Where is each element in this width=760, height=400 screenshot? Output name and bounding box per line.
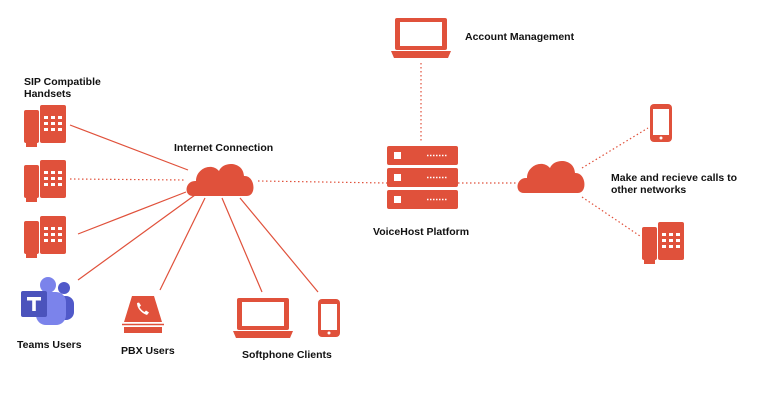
link-cloud-phone [581, 196, 641, 237]
internet-connection-label: Internet Connection [174, 142, 274, 154]
desk-phone-icon [24, 160, 66, 202]
mobile-phone-icon [650, 104, 672, 142]
link-softphone-internet [221, 197, 263, 293]
link-handset1-internet [69, 124, 189, 171]
desk-phone-icon [24, 105, 66, 147]
teams-users-label: Teams Users [17, 339, 82, 351]
cloud-icon [186, 164, 254, 196]
voicehost-platform-label: VoiceHost Platform [373, 226, 470, 238]
pbx-users-label: PBX Users [121, 345, 175, 357]
cloud-icon [517, 161, 585, 193]
external-calls-label: Make and recieve calls to other networks [611, 172, 738, 196]
teams-logo-icon [21, 277, 74, 325]
softphone-clients-label: Softphone Clients [242, 349, 332, 361]
link-cloud-mobile [581, 127, 649, 169]
account-management-label: Account Management [465, 31, 575, 43]
desk-phone-icon [642, 222, 684, 264]
mobile-phone-icon [318, 299, 340, 337]
laptop-icon [391, 18, 451, 58]
link-teams-internet [77, 194, 196, 281]
pbx-icon [122, 296, 164, 333]
server-icon [387, 146, 458, 209]
link-pbx-internet [159, 197, 206, 291]
link-handset3-internet [77, 191, 187, 235]
laptop-icon [233, 298, 293, 338]
link-mobile-internet [239, 197, 319, 293]
sip-handsets-label: SIP Compatible Handsets [24, 76, 101, 100]
desk-phone-icon [24, 216, 66, 258]
link-handset2-internet [69, 178, 187, 181]
link-internet-platform [257, 180, 388, 184]
